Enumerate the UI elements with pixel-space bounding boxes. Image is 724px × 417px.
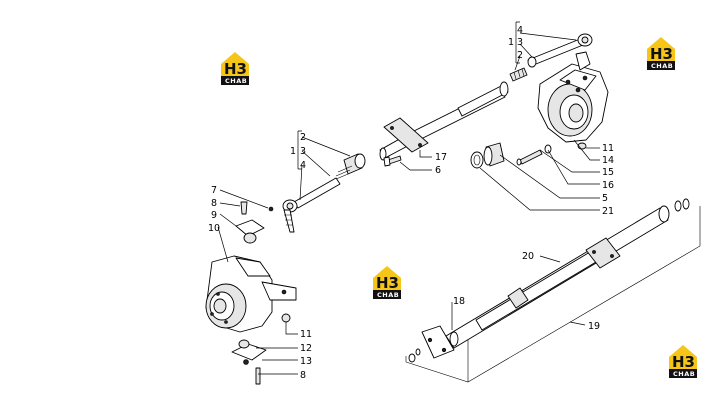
label-1-top: 1 [508, 37, 514, 48]
logo-mark: H3 [650, 45, 673, 63]
logo-mark: H3 [376, 274, 399, 292]
steering-cylinder-lower [408, 198, 690, 363]
watermark-logo-center: H3 CHAB [373, 266, 401, 299]
label-15: 15 [602, 167, 614, 178]
label-4-top: 4 [517, 25, 523, 36]
label-4-mid: 4 [300, 160, 306, 171]
logo-text: CHAB [673, 370, 695, 378]
leader-lines [217, 21, 600, 375]
label-20: 20 [522, 251, 534, 262]
steering-knuckle-left [205, 255, 297, 333]
logo-text: CHAB [377, 291, 399, 299]
label-6: 6 [435, 165, 441, 176]
ball-joint-small-parts [235, 201, 274, 244]
label-10: 10 [208, 223, 220, 234]
label-3-top: 3 [517, 37, 523, 48]
logo-mark: H3 [224, 60, 247, 78]
tie-rod-upper [509, 33, 593, 82]
lower-ball-joint-parts [231, 339, 267, 385]
label-8-bottom: 8 [300, 370, 306, 381]
label-5: 5 [602, 193, 608, 204]
watermark-logo-top-right: H3 CHAB [647, 37, 675, 70]
label-8-upper: 8 [211, 198, 217, 209]
watermark-logo-top-left: H3 CHAB [221, 52, 249, 85]
logo-text: CHAB [225, 77, 247, 85]
logo-text: CHAB [651, 62, 673, 70]
label-3-mid: 3 [300, 146, 306, 157]
label-11-bottom: 11 [300, 329, 312, 340]
label-13: 13 [300, 356, 312, 367]
bushing-and-seal [470, 142, 552, 169]
label-17: 17 [435, 152, 447, 163]
label-14: 14 [602, 155, 614, 166]
label-12: 12 [300, 343, 312, 354]
label-16: 16 [602, 180, 614, 191]
label-2-mid: 2 [300, 132, 306, 143]
label-7: 7 [211, 185, 217, 196]
lower-assembly-outline [405, 206, 701, 383]
label-11-right: 11 [602, 143, 614, 154]
part-number-labels: 4 1 3 2 2 1 3 4 7 8 9 10 17 6 11 14 15 1… [208, 25, 614, 381]
steering-knuckle-right [537, 51, 609, 150]
label-19: 19 [588, 321, 600, 332]
label-21: 21 [602, 206, 614, 217]
logo-mark: H3 [672, 353, 695, 371]
label-1-mid: 1 [290, 146, 296, 157]
label-9: 9 [211, 210, 217, 221]
label-18: 18 [453, 296, 465, 307]
steering-cylinder-upper [379, 81, 509, 167]
watermark-logo-bottom-right: H3 CHAB [669, 345, 697, 378]
tie-rod-middle [282, 153, 366, 233]
label-2-top: 2 [517, 50, 523, 61]
